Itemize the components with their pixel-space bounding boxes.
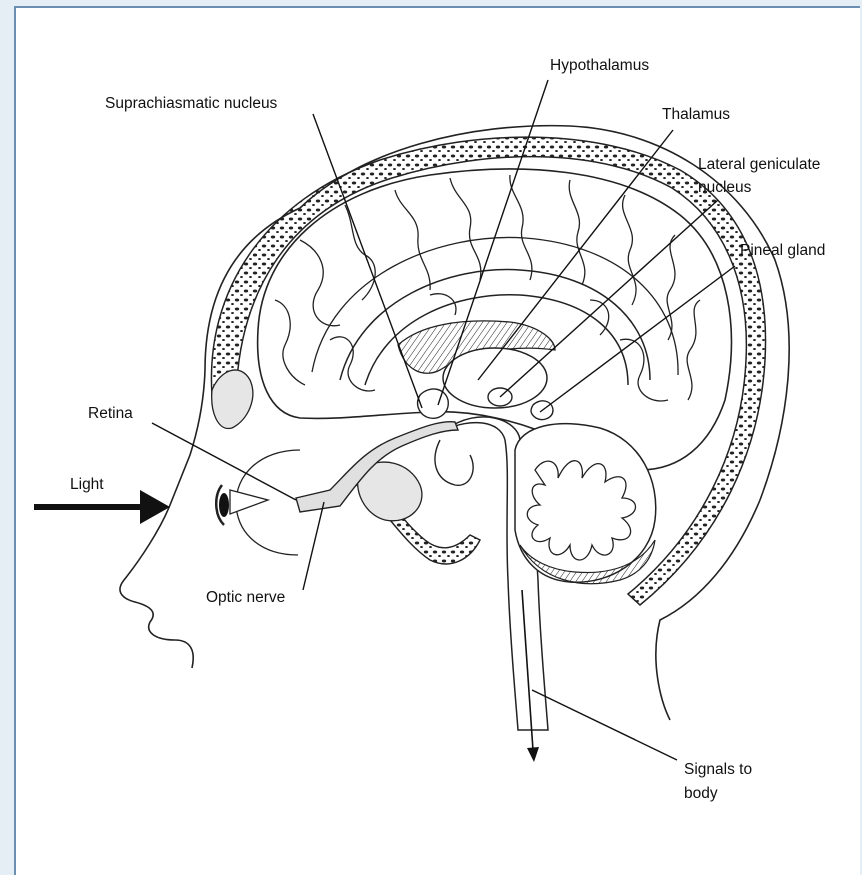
label-signals-line1: Signals to	[684, 760, 752, 779]
signal-arrow-head	[527, 747, 539, 762]
eye-pupil	[219, 493, 229, 517]
hypothalamus-shape	[418, 389, 449, 418]
leader-optic-nerve	[303, 502, 324, 590]
label-pineal-gland: Pineal gland	[740, 241, 825, 260]
label-lateral-geniculate-line2: nucleus	[698, 178, 751, 197]
label-retina: Retina	[88, 404, 133, 423]
label-hypothalamus: Hypothalamus	[550, 56, 649, 75]
pons	[435, 440, 473, 485]
eye-lens	[230, 490, 268, 514]
light-arrow-head	[140, 490, 170, 524]
label-thalamus: Thalamus	[662, 105, 730, 124]
frontal-sinus	[212, 370, 253, 429]
label-light: Light	[70, 475, 104, 494]
label-lateral-geniculate-line1: Lateral geniculate	[698, 155, 820, 174]
leader-signals	[532, 690, 677, 760]
leader-retina	[152, 423, 296, 500]
label-optic-nerve: Optic nerve	[206, 588, 285, 607]
label-signals-line2: body	[684, 784, 718, 803]
label-suprachiasmatic-nucleus: Suprachiasmatic nucleus	[105, 94, 277, 113]
